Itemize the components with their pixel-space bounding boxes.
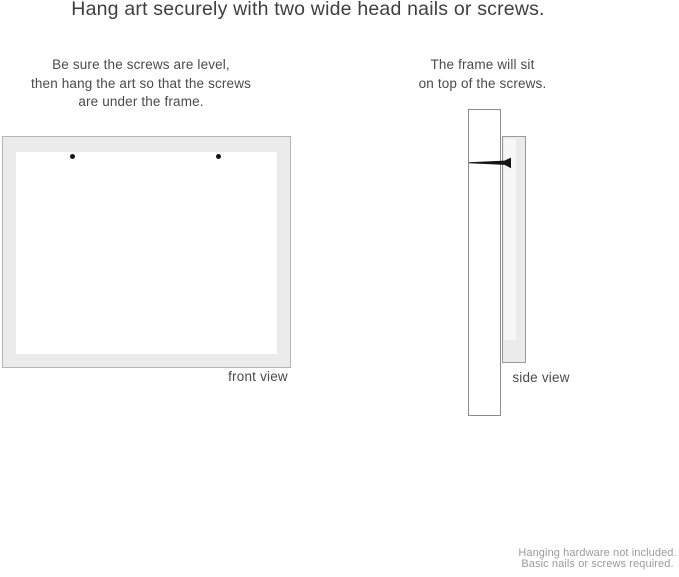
frame-front-diagram [2,136,291,368]
art-area [16,152,277,354]
instruction-line: Be sure the screws are level, [52,57,230,72]
front-view-instruction: Be sure the screws are level, then hang … [21,56,261,112]
instruction-line: then hang the art so that the screws [30,75,252,91]
nail-icon [469,157,511,169]
frame-side-diagram [502,136,526,363]
instruction-line: on top of the screws. [418,75,547,91]
screw-dot-right-icon [216,154,221,159]
hardware-note: Hanging hardware not included. Basic nai… [517,548,678,570]
hardware-note-line: Hanging hardware not included. [518,547,677,559]
instruction-line: The frame will sit [430,57,535,72]
side-view-label: side view [512,370,570,385]
hardware-note-line: Basic nails or screws required. [521,558,674,570]
instruction-line: are under the frame. [78,94,204,109]
front-view-label: front view [228,369,288,384]
wall-cross-section [468,109,501,416]
page-title: Hang art securely with two wide head nai… [71,0,545,20]
frame-side-backing [504,139,516,340]
side-view-instruction: The frame will sit on top of the screws. [382,56,583,93]
screw-dot-left-icon [70,154,75,159]
